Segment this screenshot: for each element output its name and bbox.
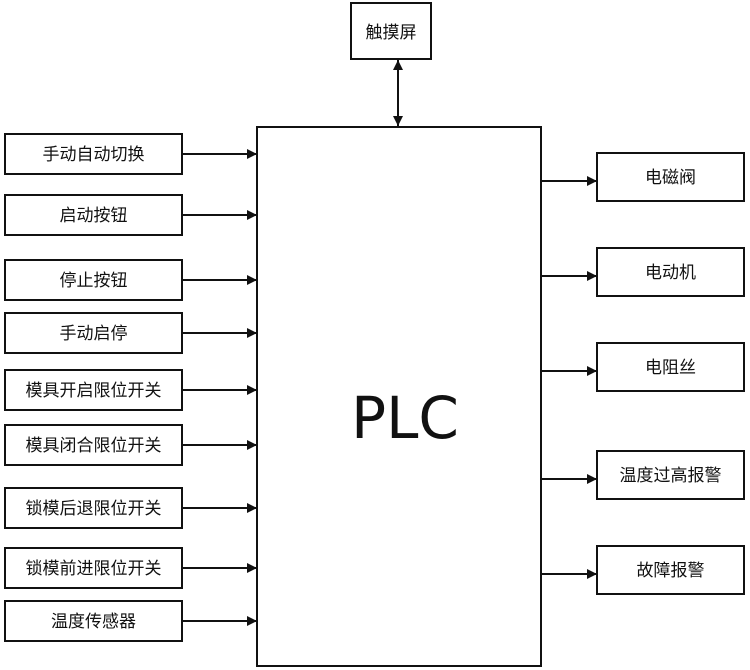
output-item: 故障报警 — [541, 545, 745, 595]
output-label: 故障报警 — [637, 561, 705, 581]
output-label: 电阻丝 — [645, 358, 696, 378]
plc-box — [256, 126, 542, 667]
input-label: 启动按钮 — [60, 206, 128, 226]
output-label: 温度过高报警 — [620, 466, 722, 486]
input-box — [4, 600, 183, 642]
output-box — [596, 450, 745, 500]
input-item: 停止按钮 — [4, 259, 257, 301]
input-label: 温度传感器 — [51, 612, 136, 632]
input-box — [4, 259, 183, 301]
input-label: 手动自动切换 — [43, 145, 145, 165]
input-box — [4, 194, 183, 236]
output-item: 温度过高报警 — [541, 450, 745, 500]
output-box — [596, 152, 745, 202]
input-label: 锁模后退限位开关 — [26, 499, 162, 519]
output-item: 电磁阀 — [541, 152, 745, 202]
input-item: 模具闭合限位开关 — [4, 424, 257, 466]
input-box — [4, 133, 183, 175]
input-signals: 手动自动切换启动按钮停止按钮手动启停模具开启限位开关模具闭合限位开关锁模后退限位… — [4, 133, 257, 642]
input-item: 温度传感器 — [4, 600, 257, 642]
output-item: 电阻丝 — [541, 342, 745, 392]
input-label: 锁模前进限位开关 — [26, 559, 162, 579]
input-item: 手动启停 — [4, 312, 257, 354]
input-item: 手动自动切换 — [4, 133, 257, 175]
output-label: 电动机 — [645, 263, 696, 283]
hmi-box — [350, 2, 432, 60]
output-label: 电磁阀 — [645, 168, 696, 188]
input-item: 锁模前进限位开关 — [4, 547, 257, 589]
input-label: 模具开启限位开关 — [26, 381, 162, 401]
input-box — [4, 487, 183, 529]
output-box — [596, 342, 745, 392]
output-box — [596, 247, 745, 297]
hmi-label: 触摸屏 — [366, 23, 417, 43]
input-label: 模具闭合限位开关 — [26, 436, 162, 456]
input-box — [4, 369, 183, 411]
hmi-block: 触摸屏 — [350, 2, 432, 126]
input-item: 锁模后退限位开关 — [4, 487, 257, 529]
input-label: 停止按钮 — [60, 271, 128, 291]
plc-block: PLC — [256, 126, 542, 667]
plc-label: PLC — [351, 384, 459, 452]
input-box — [4, 312, 183, 354]
input-label: 手动启停 — [60, 324, 128, 344]
input-item: 模具开启限位开关 — [4, 369, 257, 411]
output-item: 电动机 — [541, 247, 745, 297]
input-box — [4, 424, 183, 466]
output-box — [596, 545, 745, 595]
input-item: 启动按钮 — [4, 194, 257, 236]
